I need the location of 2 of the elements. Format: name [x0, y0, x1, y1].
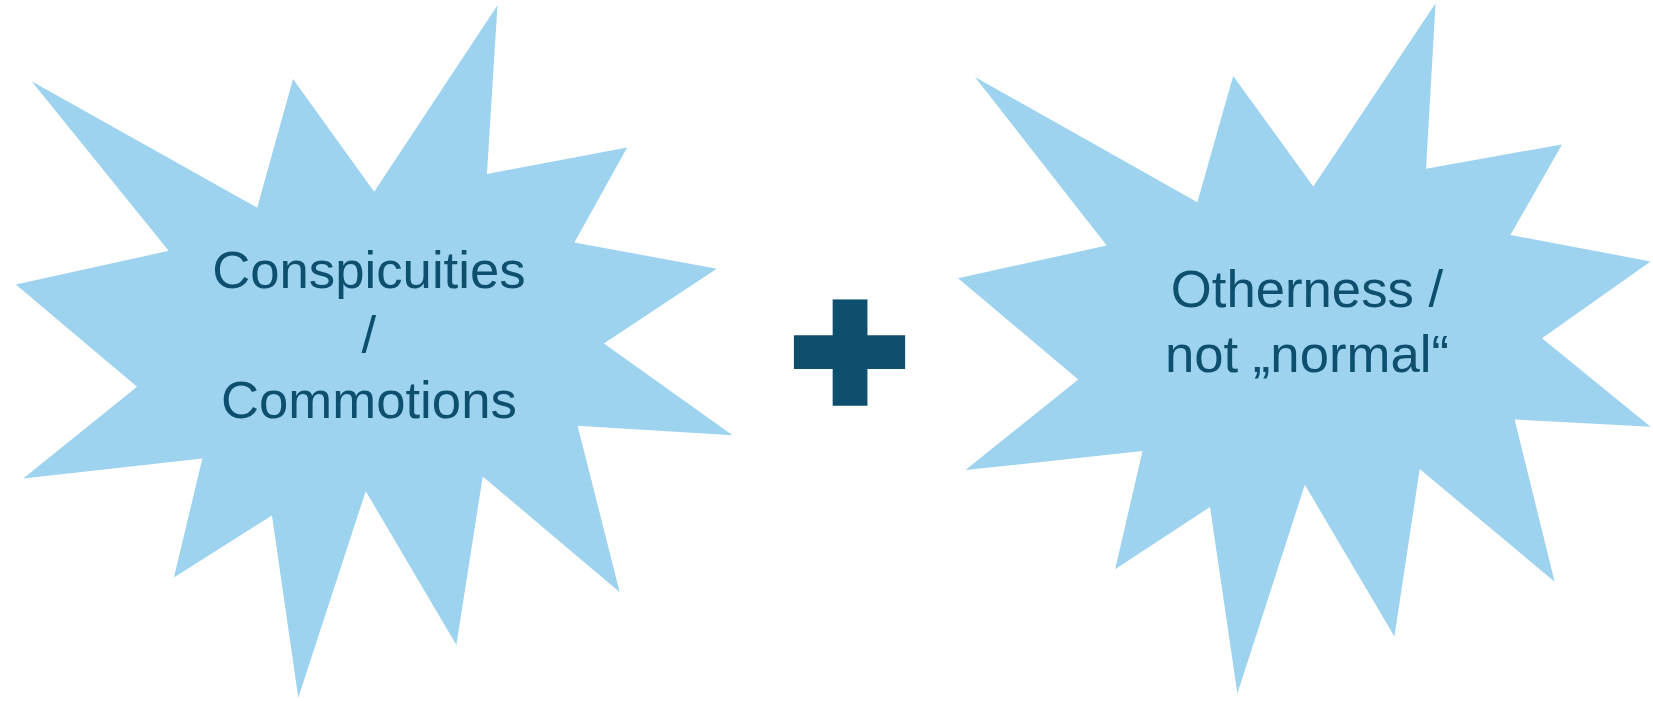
starburst-label: Otherness / not „normal“ [1163, 258, 1450, 386]
starburst-label: Conspicuities / Commotions [212, 239, 526, 433]
